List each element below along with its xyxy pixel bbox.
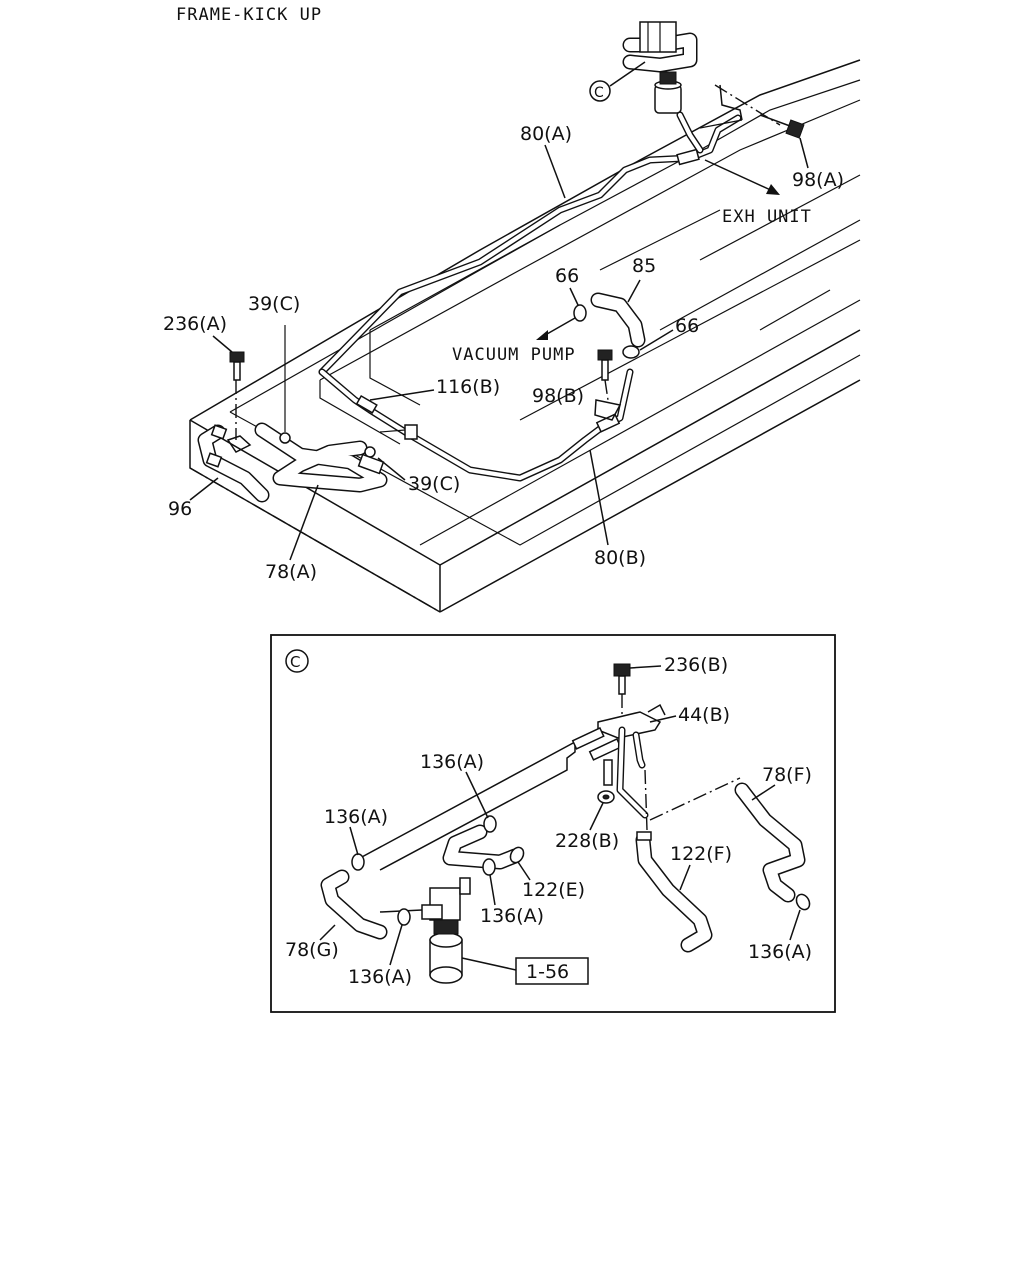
callout-80b: 80(B) — [594, 547, 646, 569]
vacuum-pump-label: VACUUM PUMP — [452, 345, 576, 365]
detail-c-marker: C — [589, 61, 646, 102]
callout-78f: 78(F) — [762, 764, 812, 786]
vacuum-pipe-80b — [318, 368, 634, 482]
bolt-236a — [229, 351, 245, 381]
detail-callouts: 236(B) 44(B) 136(A) 78(F) 136(A) 228(B) … — [285, 654, 812, 988]
bracket-front — [226, 380, 252, 453]
callout-85: 85 — [632, 255, 656, 277]
hose-122e — [442, 824, 525, 870]
callout-136a-4: 136(A) — [748, 941, 812, 963]
callout-80a: 80(A) — [520, 123, 572, 145]
callout-96: 96 — [168, 498, 192, 520]
callout-39c-bottom: 39(C) — [408, 473, 460, 495]
callout-236b: 236(B) — [664, 654, 728, 676]
detail-pipe-down — [603, 726, 649, 831]
hose-85 — [573, 292, 646, 359]
hose-122f — [635, 831, 713, 953]
exh-unit-arrow — [704, 159, 780, 195]
callout-78g: 78(G) — [285, 939, 339, 961]
main-callouts: 80(A) 98(A) 66 85 66 236(A) 39(C) 116(B)… — [163, 123, 844, 583]
detail-box-letter: C — [290, 653, 300, 671]
bolt-98a — [759, 114, 805, 139]
diagram-title: FRAME-KICK UP — [176, 5, 322, 25]
callout-236a: 236(A) — [163, 313, 227, 335]
callout-122e: 122(E) — [522, 879, 585, 901]
callout-136a-2: 136(A) — [324, 806, 388, 828]
callout-136a-5: 136(A) — [348, 966, 412, 988]
hose-78f — [649, 777, 811, 911]
callout-228b: 228(B) — [555, 830, 619, 852]
exh-unit-label: EXH UNIT — [722, 207, 812, 227]
clamp-39c-top — [279, 325, 291, 444]
hose-96 — [197, 424, 270, 503]
frame-rails — [189, 59, 861, 613]
hose-78a — [254, 422, 388, 493]
detail-c-marker-letter: C — [594, 85, 604, 101]
callout-98a: 98(A) — [792, 169, 844, 191]
nut-228b — [597, 790, 615, 804]
callout-98b: 98(B) — [532, 385, 584, 407]
callout-136a-3: 136(A) — [480, 905, 544, 927]
callout-78a: 78(A) — [265, 561, 317, 583]
callout-44b: 44(B) — [678, 704, 730, 726]
vacuum-pump-arrow — [536, 317, 576, 340]
callout-116b: 116(B) — [436, 376, 500, 398]
clip-116b — [379, 424, 418, 440]
clamps-136a — [351, 815, 497, 926]
callout-136a-1: 136(A) — [420, 751, 484, 773]
detail-c-box: C — [270, 634, 836, 1013]
ref-box — [515, 957, 589, 985]
detail-pipe-upper — [359, 727, 622, 871]
clamp-39c-bottom — [357, 446, 385, 475]
callout-66-right: 66 — [675, 315, 699, 337]
ref-box-label: 1-56 — [526, 961, 569, 983]
hose-78g — [320, 869, 388, 940]
detail-bracket-44b — [597, 663, 666, 739]
callout-66-top: 66 — [555, 265, 579, 287]
callout-122f: 122(F) — [670, 843, 732, 865]
callout-39c-top: 39(C) — [248, 293, 300, 315]
bolt-98b — [594, 349, 622, 421]
top-assembly — [622, 21, 781, 154]
vacuum-pipe-80a — [318, 114, 742, 376]
vacuum-tank-assembly — [379, 877, 517, 984]
